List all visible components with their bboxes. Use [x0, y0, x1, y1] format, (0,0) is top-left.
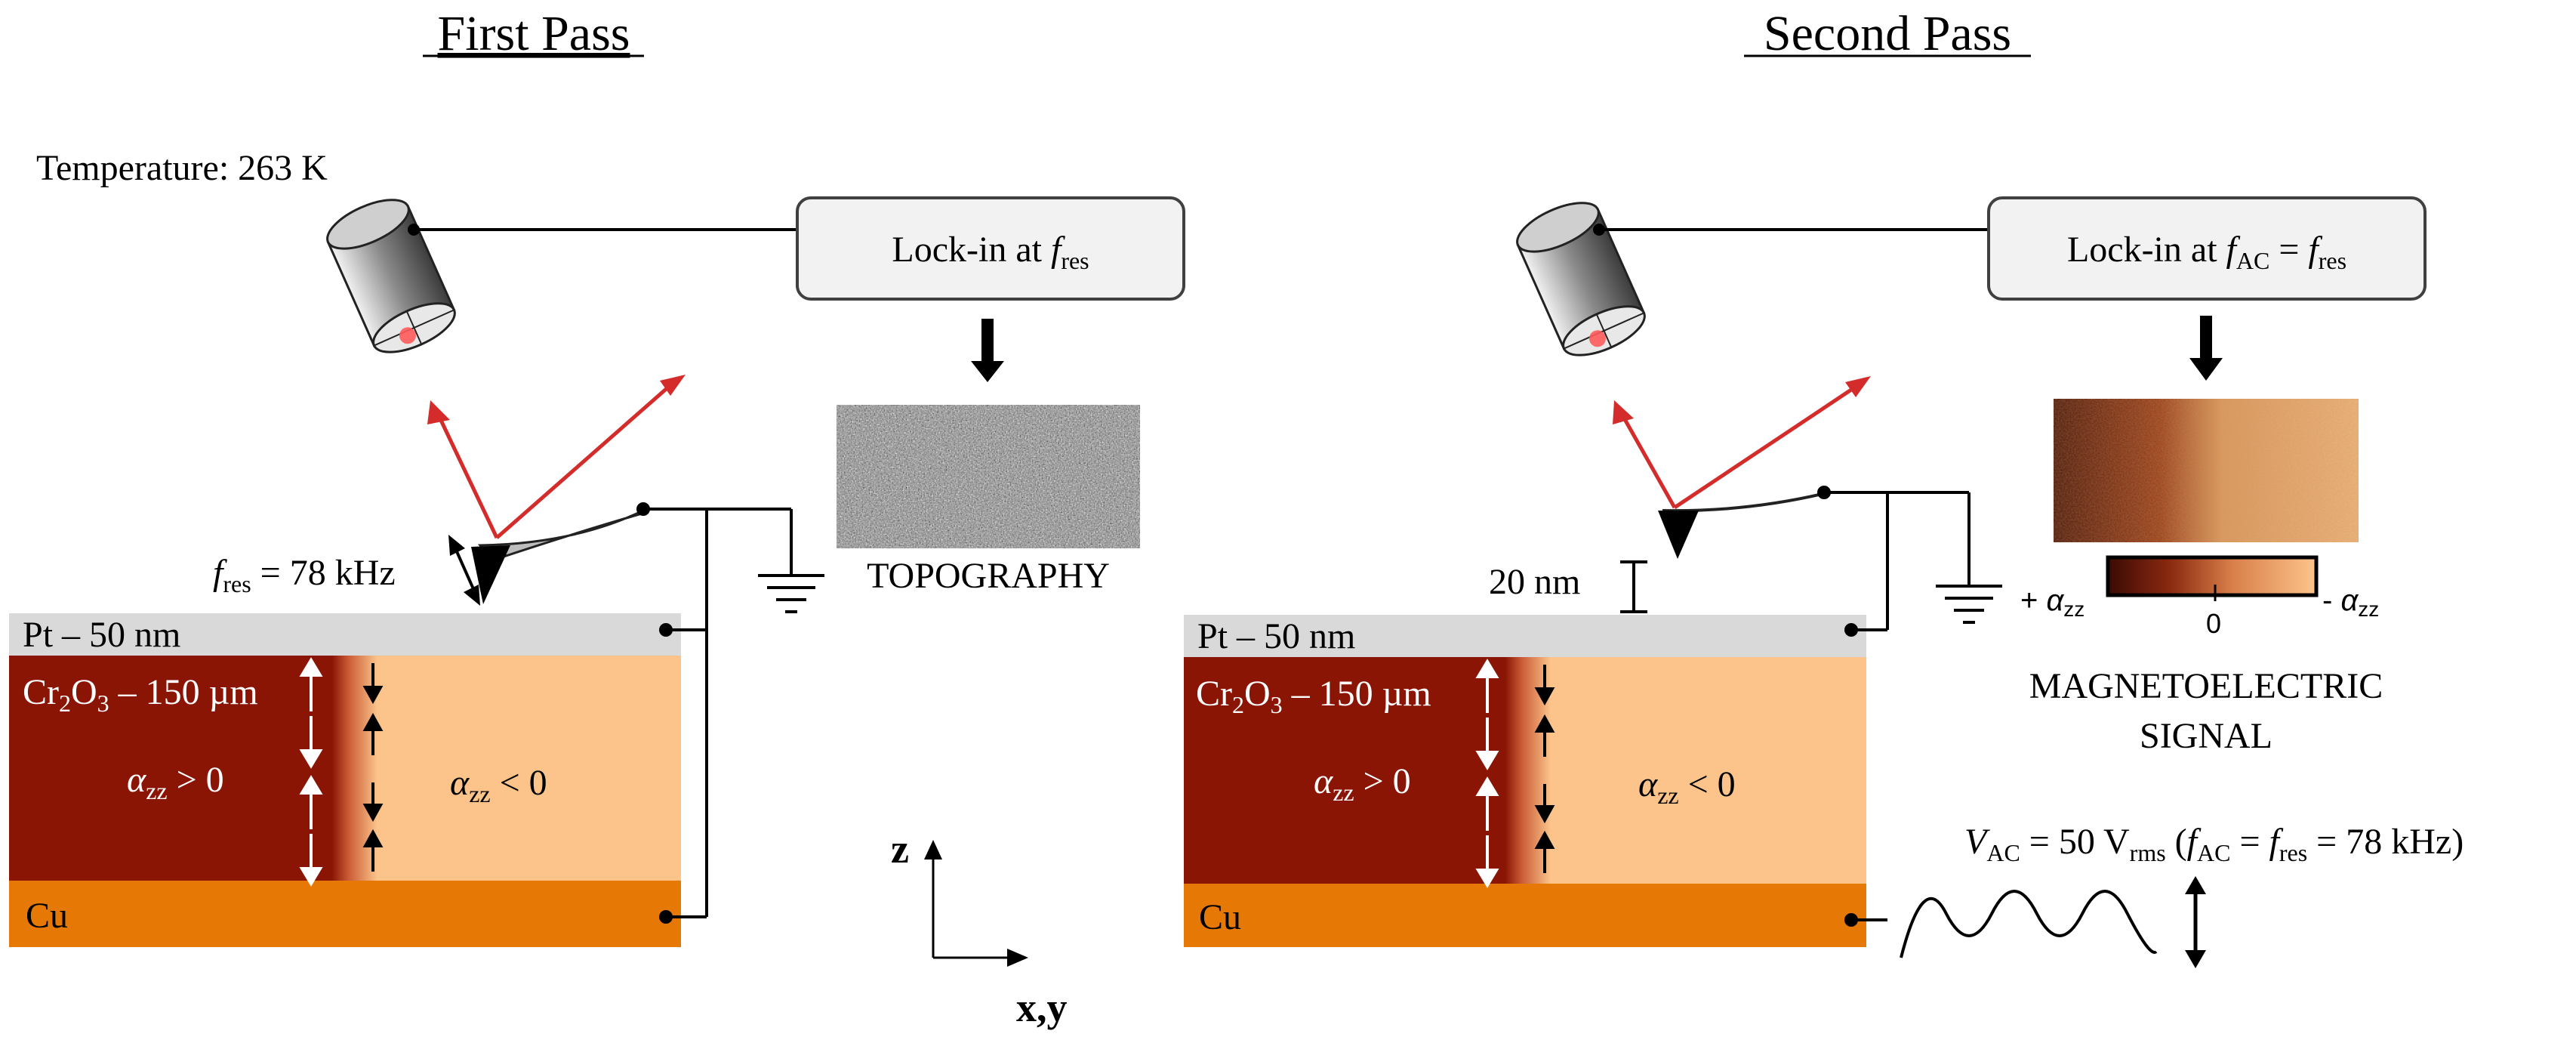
- cr2o3-layer-positive: [9, 656, 335, 881]
- topography-label: TOPOGRAPHY: [867, 556, 1110, 596]
- alpha-negative-label: αzz < 0: [1638, 764, 1736, 809]
- ground-icon: [1936, 585, 2002, 624]
- alpha-negative-label: αzz < 0: [450, 763, 547, 807]
- axis-z-label: z: [891, 826, 909, 872]
- resonance-frequency-label: fres = 78 kHz: [213, 553, 396, 597]
- lift-height-label: 20 nm: [1489, 562, 1580, 602]
- axis-xy-label: x,y: [1016, 985, 1068, 1030]
- cr2o3-layer-negative: [377, 656, 681, 881]
- spin-arrows-black: [362, 663, 384, 872]
- topography-image: [837, 405, 1140, 548]
- pt-layer: [9, 613, 681, 656]
- first-pass-title: First Pass: [438, 6, 630, 61]
- first-pass-panel: First Pass Temperature: 263 K Lock-in at…: [9, 6, 1185, 947]
- cantilever: [471, 502, 793, 917]
- cu-layer: [9, 881, 681, 947]
- second-pass-panel: Second Pass Lock-in at fAC = fres: [1184, 6, 2464, 968]
- pt-layer: [1184, 615, 1866, 657]
- temperature-label: Temperature: 263 K: [36, 148, 328, 188]
- ac-voltage-label: VAC = 50 Vrms (fAC = fres = 78 kHz): [1964, 822, 2464, 866]
- cantilever: [1658, 486, 1971, 630]
- lockin-label: Lock-in at fres: [892, 230, 1089, 274]
- cu-layer-label: Cu: [26, 896, 68, 936]
- alpha-positive-label: αzz > 0: [1314, 761, 1411, 806]
- colorbar-plus-label: + αzz: [2020, 584, 2085, 621]
- cr2o3-layer-positive: [1184, 657, 1507, 884]
- spin-arrows-white: [299, 657, 323, 887]
- spin-arrows-black: [1534, 665, 1555, 873]
- cr2o3-layer-label: Cr2O3 – 150 µm: [23, 672, 258, 717]
- colorbar-zero-label: 0: [2206, 608, 2221, 639]
- down-arrow-icon: [971, 319, 1004, 382]
- colorbar: [2106, 555, 2319, 601]
- lockin-label: Lock-in at fAC = fres: [2067, 230, 2346, 274]
- spin-arrows-white: [1475, 659, 1499, 888]
- colorbar-minus-label: - αzz: [2322, 584, 2379, 621]
- ac-voltage-wave: [1900, 890, 2158, 958]
- magnetoelectric-image: [2054, 399, 2359, 542]
- cr2o3-layer-label: Cr2O3 – 150 µm: [1196, 674, 1431, 718]
- pt-layer-label: Pt – 50 nm: [1197, 616, 1355, 656]
- second-pass-title: Second Pass: [1764, 6, 2011, 61]
- pt-layer-label: Pt – 50 nm: [23, 615, 180, 655]
- signal-label-line1: MAGNETOELECTRIC: [2029, 666, 2383, 706]
- oscillation-arrow-icon: [448, 535, 480, 606]
- lift-height-marker: [1620, 560, 1647, 613]
- laser-beams: [1613, 376, 1871, 510]
- sample-stack: [1184, 615, 1866, 947]
- photodetector-icon: [1516, 202, 1646, 356]
- cu-layer: [1184, 884, 1866, 947]
- sample-stack: [9, 613, 681, 947]
- laser-beams: [427, 375, 686, 539]
- ground-icon: [758, 574, 824, 613]
- cu-layer-label: Cu: [1199, 897, 1241, 937]
- lockin-box: [1987, 196, 2427, 301]
- signal-label-line2: SIGNAL: [2140, 716, 2272, 756]
- axes-indicator: z x,y: [891, 826, 1068, 1030]
- down-arrow-icon: [2189, 316, 2223, 381]
- amplitude-arrow-icon: [2185, 876, 2206, 968]
- lockin-box: [796, 196, 1185, 301]
- alpha-positive-label: αzz > 0: [127, 760, 224, 804]
- photodetector-icon: [326, 199, 456, 353]
- cr2o3-layer-negative: [1551, 657, 1866, 884]
